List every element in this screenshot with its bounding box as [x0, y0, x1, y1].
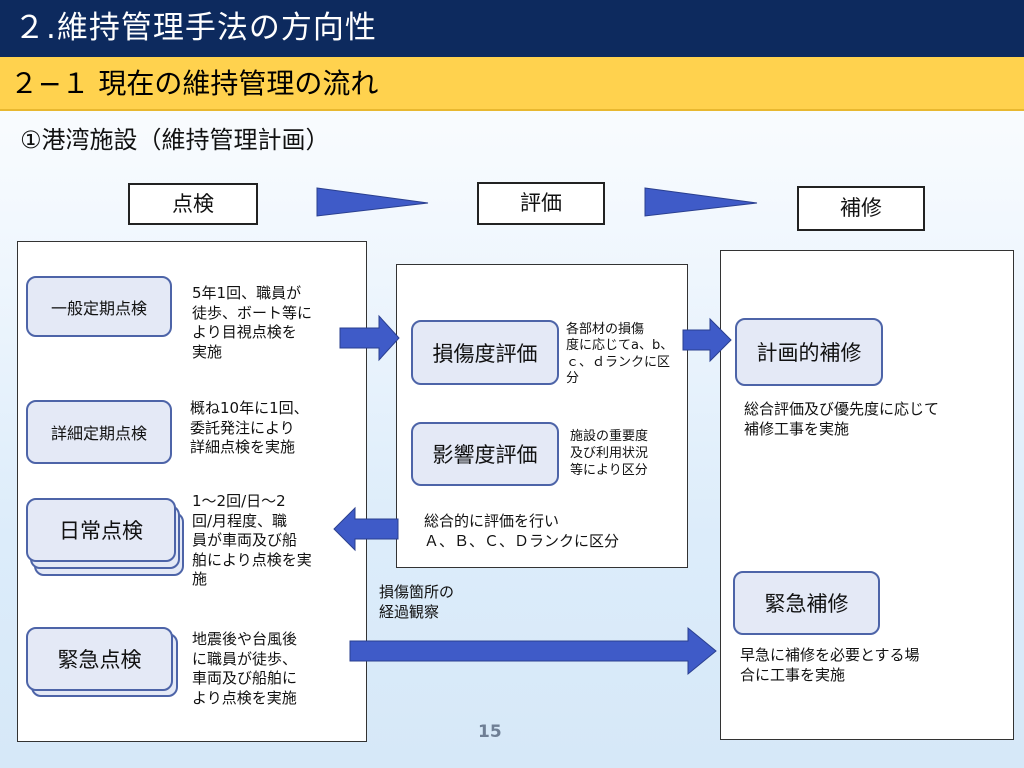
- emergency-inspection-label: 緊急点検: [57, 648, 142, 672]
- general-periodic-inspection: 一般定期点検: [26, 276, 172, 337]
- impact-evaluation: 影響度評価: [411, 422, 559, 486]
- page-number: 15: [478, 722, 502, 742]
- emergency-inspection: 緊急点検: [26, 627, 173, 691]
- daily-inspection-description: 1〜2回/日〜2 回/月程度、職 員が車両及び船 舶により点検を実 施: [192, 492, 312, 588]
- detailed-periodic-inspection: 詳細定期点検: [26, 400, 172, 464]
- emergency-inspection-description: 地震後や台風後 に職員が徒歩、 車両及び船舶に より点検を実施: [192, 630, 298, 707]
- stage-repair-box: 補修: [797, 186, 925, 231]
- emergency-repair-description: 早急に補修を必要とする場 合に工事を実施: [740, 646, 920, 684]
- arrow-to-planned-repair: [682, 317, 732, 363]
- damage-evaluation: 損傷度評価: [411, 320, 559, 385]
- detailed-periodic-inspection-description: 概ね10年に1回、 委託発注により 詳細点検を実施: [190, 399, 309, 456]
- detailed-periodic-inspection-label: 詳細定期点検: [50, 424, 147, 443]
- overall-evaluation-note: 総合的に評価を行い Ａ、Ｂ、Ｃ、Ｄランクに区分: [424, 512, 620, 550]
- section-subtitle: ２−１ 現在の維持管理の流れ: [0, 57, 1024, 111]
- daily-inspection: 日常点検: [26, 498, 176, 562]
- stage-evaluation-label: 評価: [520, 191, 562, 215]
- stage-arrow-1: [316, 187, 429, 217]
- facility-label: ①港湾施設（維持管理計画）: [20, 126, 330, 154]
- general-periodic-inspection-description: 5年1回、職員が 徒歩、ボート等に より目視点検を 実施: [192, 284, 313, 361]
- damage-observation-note: 損傷箇所の 経過観察: [379, 583, 455, 621]
- emergency-repair: 緊急補修: [733, 571, 880, 635]
- arrow-to-evaluation: [339, 314, 400, 362]
- daily-inspection-label: 日常点検: [59, 519, 143, 543]
- planned-repair-label: 計画的補修: [756, 341, 862, 365]
- general-periodic-inspection-label: 一般定期点検: [50, 298, 147, 318]
- damage-evaluation-description: 各部材の損傷 度に応じてa、b、 ｃ、ｄランクに区 分: [566, 322, 674, 386]
- impact-evaluation-label: 影響度評価: [432, 443, 538, 467]
- stage-evaluation-box: 評価: [477, 182, 605, 225]
- evaluation-panel: [396, 264, 688, 568]
- slide-title: ２.維持管理手法の方向性: [0, 0, 1024, 57]
- emergency-repair-label: 緊急補修: [764, 592, 849, 616]
- impact-evaluation-description: 施設の重要度 及び利用状況 等により区分: [570, 429, 649, 478]
- damage-evaluation-label: 損傷度評価: [432, 341, 538, 366]
- arrow-back-to-daily: [333, 506, 399, 552]
- stage-repair-label: 補修: [840, 196, 882, 220]
- stage-inspection-box: 点検: [128, 183, 258, 225]
- stage-arrow-2: [644, 187, 758, 217]
- stage-inspection-label: 点検: [172, 192, 214, 216]
- arrow-to-emergency-repair: [349, 626, 717, 676]
- planned-repair-description: 総合評価及び優先度に応じて 補修工事を実施: [744, 400, 940, 438]
- planned-repair: 計画的補修: [735, 318, 883, 386]
